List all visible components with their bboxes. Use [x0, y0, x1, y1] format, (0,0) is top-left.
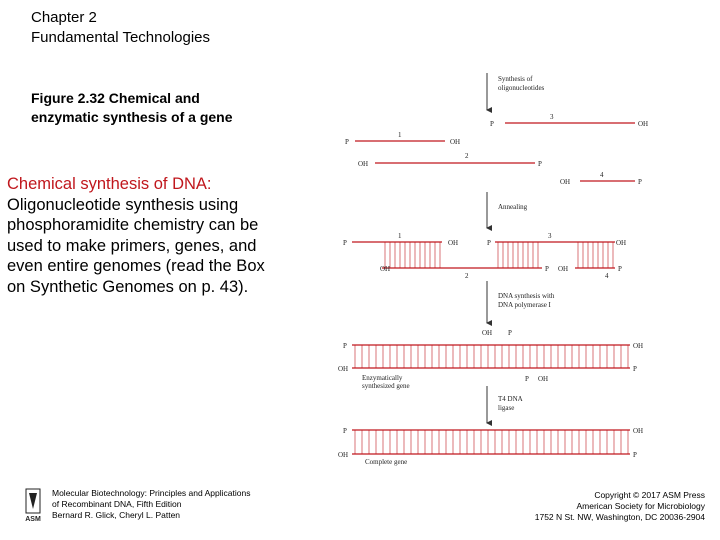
- step-1-label-b: oligonucleotides: [498, 84, 545, 92]
- step-1-label: Synthesis of: [498, 75, 533, 83]
- oligo-1: P 1 OH: [345, 131, 460, 146]
- svg-text:OH: OH: [380, 265, 390, 273]
- oligo-3: P 3 OH: [490, 113, 648, 128]
- annealed-duplex: P 1 OH P 3 OH OH 2 P OH 4 P: [343, 232, 626, 280]
- svg-text:4: 4: [605, 272, 609, 280]
- svg-text:OH: OH: [560, 178, 570, 186]
- svg-text:1: 1: [398, 131, 402, 139]
- step-5-label: T4 DNA: [498, 395, 523, 403]
- svg-text:P: P: [343, 427, 347, 435]
- svg-text:P: P: [345, 138, 349, 146]
- chapter-title: Chapter 2: [31, 9, 97, 26]
- svg-text:P: P: [490, 120, 494, 128]
- svg-text:OH: OH: [338, 365, 348, 373]
- svg-text:OH: OH: [638, 120, 648, 128]
- figure-caption-line-1: Figure 2.32 Chemical and: [31, 90, 200, 106]
- complete-gene: P OH OH P Complete gene: [338, 427, 643, 466]
- figure-caption-line-2: enzymatic synthesis of a gene: [31, 109, 233, 125]
- svg-text:P: P: [633, 451, 637, 459]
- footer-right-line-3: 1752 N St. NW, Washington, DC 20036-2904: [534, 512, 705, 522]
- svg-text:4: 4: [600, 171, 604, 179]
- svg-text:2: 2: [465, 272, 469, 280]
- svg-text:OH: OH: [448, 239, 458, 247]
- svg-text:OH: OH: [616, 239, 626, 247]
- body-lead: Chemical synthesis of DNA:: [7, 175, 212, 193]
- polymerase-duplex: OH P P OH OH P P: [338, 329, 643, 390]
- complete-gene-label: Complete gene: [365, 458, 407, 466]
- svg-text:P: P: [525, 375, 529, 383]
- gene-synthesis-diagram: Synthesis of oligonucleotides P 3 OH P 1…: [338, 73, 648, 466]
- svg-text:2: 2: [465, 152, 469, 160]
- svg-text:P: P: [538, 160, 542, 168]
- body-text: Chemical synthesis of DNA: Oligonucleoti…: [7, 174, 307, 297]
- svg-text:P: P: [633, 365, 637, 373]
- svg-text:P: P: [618, 265, 622, 273]
- step-2-label: Annealing: [498, 203, 528, 211]
- svg-text:3: 3: [548, 232, 552, 240]
- footer-left-line-3: Bernard R. Glick, Cheryl L. Patten: [52, 510, 181, 520]
- svg-text:OH: OH: [338, 451, 348, 459]
- svg-text:OH: OH: [358, 160, 368, 168]
- svg-text:OH: OH: [633, 342, 643, 350]
- svg-text:synthesized gene: synthesized gene: [362, 382, 410, 390]
- svg-text:3: 3: [550, 113, 554, 121]
- footer-copyright: Copyright © 2017 ASM Press American Soci…: [535, 490, 705, 523]
- svg-text:OH: OH: [633, 427, 643, 435]
- oligo-2: OH 2 P: [358, 152, 542, 168]
- svg-text:OH: OH: [538, 375, 548, 383]
- svg-text:OH: OH: [450, 138, 460, 146]
- svg-text:OH: OH: [482, 329, 492, 337]
- svg-text:Enzymatically: Enzymatically: [362, 374, 403, 382]
- step-5-label-b: ligase: [498, 404, 514, 412]
- body-line-2: phosphoramidite chemistry can be: [7, 216, 259, 234]
- body-line-1: Oligonucleotide synthesis using: [7, 195, 239, 214]
- svg-text:P: P: [638, 178, 642, 186]
- footer-left-line-1: Molecular Biotechnology: Principles and …: [52, 488, 251, 498]
- figure-caption: Figure 2.32 Chemical and enzymatic synth…: [31, 89, 233, 127]
- svg-text:P: P: [545, 265, 549, 273]
- svg-text:P: P: [487, 239, 491, 247]
- svg-text:P: P: [343, 342, 347, 350]
- slide-header: Chapter 2 Fundamental Technologies: [31, 8, 210, 48]
- footer-citation: Molecular Biotechnology: Principles and …: [52, 488, 250, 521]
- footer-left-line-2: of Recombinant DNA, Fifth Edition: [52, 499, 182, 509]
- step-3-label: DNA synthesis with: [498, 292, 555, 300]
- svg-text:OH: OH: [558, 265, 568, 273]
- svg-text:P: P: [508, 329, 512, 337]
- body-line-4: even entire genomes (read the Box: [7, 257, 265, 275]
- asm-press-logo: ASM: [25, 488, 41, 523]
- oligo-4: OH 4 P: [560, 171, 642, 186]
- footer-right-line-1: Copyright © 2017 ASM Press: [594, 490, 705, 500]
- step-3-label-b: DNA polymerase I: [498, 301, 552, 309]
- logo-text: ASM: [25, 516, 41, 523]
- body-line-5: on Synthetic Genomes on p. 43).: [7, 277, 249, 296]
- svg-text:P: P: [343, 239, 347, 247]
- footer-right-line-2: American Society for Microbiology: [576, 501, 706, 511]
- svg-text:1: 1: [398, 232, 402, 240]
- chapter-subtitle: Fundamental Technologies: [31, 29, 211, 46]
- body-line-3: used to make primers, genes, and: [7, 236, 257, 255]
